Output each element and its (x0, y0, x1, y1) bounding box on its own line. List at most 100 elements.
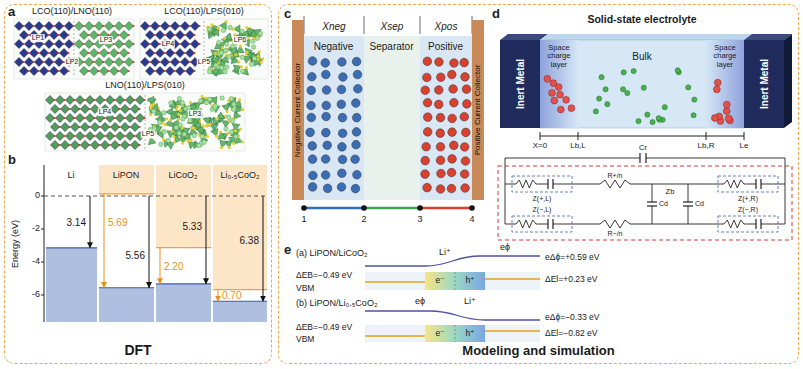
active-particle (337, 57, 346, 66)
active-particle (308, 182, 317, 191)
lithium-atom (219, 51, 223, 55)
active-particle (422, 183, 431, 192)
oxygen-atom (127, 34, 129, 36)
active-particle (321, 101, 330, 110)
site-label: LP5 (197, 58, 211, 66)
sulfur-atom (245, 66, 248, 69)
active-particle (307, 141, 316, 150)
active-particle (459, 112, 468, 121)
sulfur-atom (234, 53, 237, 56)
wire (652, 206, 653, 224)
octahedron (66, 132, 75, 141)
anion (691, 113, 696, 118)
octahedron (121, 141, 130, 150)
octahedron (40, 49, 49, 58)
octahedron (20, 67, 29, 76)
octahedron (75, 40, 84, 49)
sulfur-atom (220, 146, 223, 149)
interface-line (455, 325, 456, 342)
lithium-ion (544, 75, 551, 82)
active-particle (447, 127, 456, 136)
active-particle (434, 100, 443, 109)
vbm-line (365, 335, 425, 337)
active-particle (422, 73, 431, 82)
potential-label: eϕ (415, 297, 425, 307)
axis-tick-mark (41, 262, 44, 263)
sulfur-atom (179, 109, 182, 112)
band-alignment (365, 256, 540, 342)
active-particle (321, 154, 330, 163)
sulfur-atom (219, 130, 222, 133)
oxygen-atom (132, 61, 134, 63)
sulfur-atom (210, 23, 213, 26)
panel-title: (a) LiPON/LiCoO₂ (296, 249, 368, 259)
panel-caption: Modeling and simulation (462, 344, 614, 358)
wire (630, 184, 724, 185)
point-number: 2 (361, 215, 366, 225)
band-gradient (425, 272, 485, 290)
band-region (365, 325, 540, 342)
lithium-atom (229, 130, 233, 134)
sulfur-atom (239, 44, 242, 47)
active-particle (461, 128, 470, 137)
electrode-region: Positive (420, 36, 472, 200)
lithium-ion (557, 91, 564, 98)
octahedron (106, 132, 115, 141)
active-particle (338, 113, 347, 122)
octahedron (125, 40, 134, 49)
capacitor-plate (755, 219, 756, 229)
lithium-atom (177, 96, 181, 100)
band-label: VBM (296, 284, 314, 293)
panel-letter: a (8, 5, 15, 19)
panel-letter: c (284, 7, 291, 21)
component-label: Z(−,L) (533, 206, 552, 214)
active-particle (321, 170, 330, 179)
point-number: 1 (301, 215, 306, 225)
active-particle (322, 85, 331, 94)
impedance-group (718, 176, 778, 192)
lithium-atom (182, 132, 186, 136)
active-particle (338, 155, 347, 164)
octahedron (35, 22, 44, 31)
lithium-atom (249, 62, 253, 66)
anion (641, 85, 646, 90)
sulfur-atom (200, 95, 203, 98)
octahedron (100, 67, 109, 76)
sulfur-atom (261, 57, 264, 60)
octahedron (110, 67, 119, 76)
octahedron (20, 49, 29, 58)
active-particle (460, 72, 469, 81)
circuit-boundary (498, 166, 792, 240)
active-particle (321, 128, 330, 137)
octahedron (126, 132, 135, 141)
energy-value: 2.20 (164, 261, 183, 272)
lithium-ion (723, 101, 730, 108)
octahedron (86, 132, 95, 141)
structure-title: LCO(110)/LNO(110) (32, 7, 112, 17)
lithium-atom (208, 97, 212, 101)
active-particle (338, 129, 347, 138)
component-label: R+/n (608, 172, 623, 180)
domain-segment (364, 207, 420, 210)
sulfur-atom (225, 20, 228, 23)
octahedron (96, 132, 105, 141)
separator-region: Separator (364, 36, 420, 200)
energy-value: 0.70 (222, 290, 241, 301)
lithium-ion (725, 115, 732, 122)
active-particle (337, 168, 346, 177)
structure-title: LCO(110)/LPS(010) (164, 7, 243, 17)
panel-title: Solid-state electrolyte (587, 14, 696, 26)
active-particle (447, 70, 456, 79)
sulfur-atom (215, 117, 218, 120)
octahedron (51, 123, 60, 132)
octahedron (151, 22, 160, 31)
octahedron (71, 123, 80, 132)
active-particle (460, 142, 469, 151)
carrier-label: e⁻ (435, 276, 444, 285)
metal-electrode: Inert Metal (744, 40, 784, 128)
active-particle (447, 154, 456, 163)
lithium-atom (213, 104, 217, 108)
length-symbol: Xsep (381, 21, 404, 32)
sulfur-atom (162, 138, 165, 141)
octahedron (105, 22, 114, 31)
